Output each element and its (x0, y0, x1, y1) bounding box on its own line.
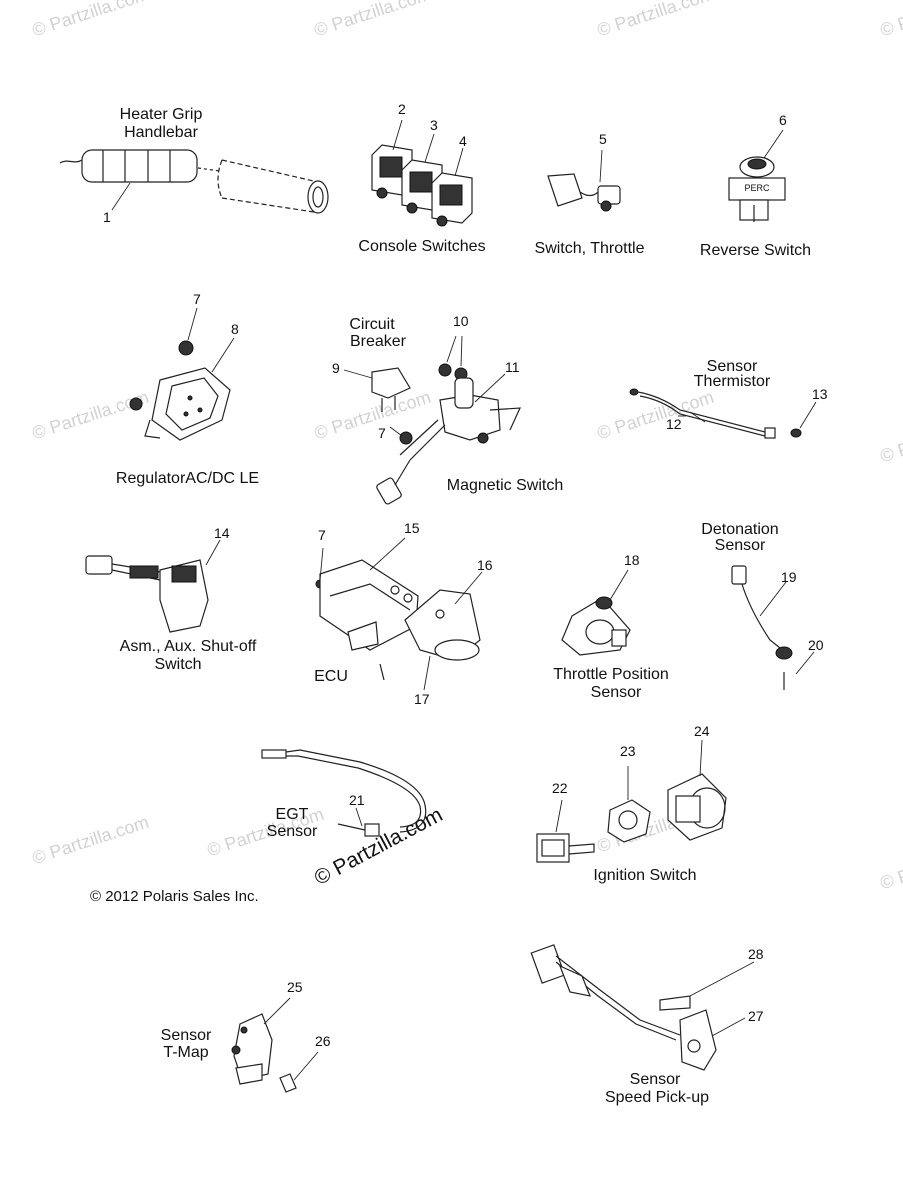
label-console-switches: Console Switches (358, 238, 486, 255)
label-regulator: RegulatorAC/DC LE (115, 470, 260, 487)
part-number: 26 (315, 1033, 331, 1049)
part-number: 7 (193, 291, 201, 307)
part-number: 18 (624, 552, 640, 568)
part-number: 21 (349, 792, 365, 808)
label-aux-switch-1: Asm., Aux. Shut-off (119, 638, 257, 655)
label-egt-1: EGT (275, 806, 309, 823)
part-number: 5 (599, 131, 607, 147)
label-sensor-thermistor-1: Sensor (706, 358, 758, 375)
part-number: 20 (808, 637, 824, 653)
label-magnetic-switch: Magnetic Switch (446, 477, 564, 494)
part-number: 2 (398, 101, 406, 117)
label-tmap-1: Sensor (160, 1027, 212, 1044)
regulator-illustration (129, 307, 235, 441)
part-number: 19 (781, 569, 797, 585)
part-number: 15 (404, 520, 420, 536)
part-number: 8 (231, 321, 239, 337)
part-number: 3 (430, 117, 438, 133)
tps-illustration (561, 569, 631, 656)
ignition-switch-illustration (536, 739, 727, 863)
heater-grip-illustration (59, 149, 329, 214)
label-tmap-2: T-Map (163, 1044, 209, 1061)
detonation-sensor-illustration (731, 565, 815, 690)
part-number: 10 (453, 313, 469, 329)
throttle-switch-illustration (547, 149, 621, 212)
label-reverse-switch: Reverse Switch (699, 242, 812, 259)
label-handlebar: Handlebar (124, 124, 198, 141)
tmap-sensor-illustration (231, 997, 319, 1093)
part-number: 12 (666, 416, 682, 432)
label-switch-throttle: Switch, Throttle (534, 240, 645, 257)
console-switches-illustration (371, 119, 473, 227)
part-number: 4 (459, 133, 467, 149)
label-egt-2: Sensor (266, 823, 318, 840)
label-detonation-sensor: Sensor (714, 537, 766, 554)
part-number: 23 (620, 743, 636, 759)
label-circuit: Circuit (349, 316, 395, 333)
thermistor-illustration (629, 388, 817, 439)
part-number: 17 (414, 691, 430, 707)
label-speed-1: Sensor (629, 1071, 681, 1088)
part-number: 9 (332, 360, 340, 376)
label-sensor-thermistor-2: Thermistor (693, 373, 771, 390)
part-number: 1 (103, 209, 111, 225)
label-ecu: ECU (314, 668, 348, 685)
label-detonation: Detonation (701, 521, 779, 538)
copyright: © 2012 Polaris Sales Inc. (90, 888, 259, 905)
label-speed-2: Speed Pick-up (604, 1089, 710, 1106)
part-number: 24 (694, 723, 710, 739)
label-breaker: Breaker (349, 333, 407, 350)
part-number: 7 (318, 527, 326, 543)
label-tps-1: Throttle Position (553, 666, 669, 683)
part-number: 14 (214, 525, 230, 541)
part-number: 16 (477, 557, 493, 573)
part-number: 7 (378, 425, 386, 441)
part-number: 25 (287, 979, 303, 995)
egt-sensor-illustration (261, 749, 427, 837)
part-number: 22 (552, 780, 568, 796)
label-ignition-switch: Ignition Switch (593, 867, 697, 884)
magnetic-switch-illustration (343, 335, 521, 505)
label-heater-grip: Heater Grip (119, 106, 203, 123)
speed-sensor-illustration (530, 944, 755, 1071)
reverse-switch-illustration (728, 129, 786, 222)
part-number: 27 (748, 1008, 764, 1024)
aux-shutoff-switch-illustration (85, 539, 221, 633)
ecu-illustration (315, 537, 483, 691)
label-tps-2: Sensor (590, 684, 642, 701)
part-number: 6 (779, 112, 787, 128)
label-perc: PERC (744, 183, 770, 193)
part-number: 13 (812, 386, 828, 402)
label-aux-switch-2: Switch (154, 656, 202, 673)
part-number: 11 (505, 359, 520, 375)
part-number: 28 (748, 946, 764, 962)
